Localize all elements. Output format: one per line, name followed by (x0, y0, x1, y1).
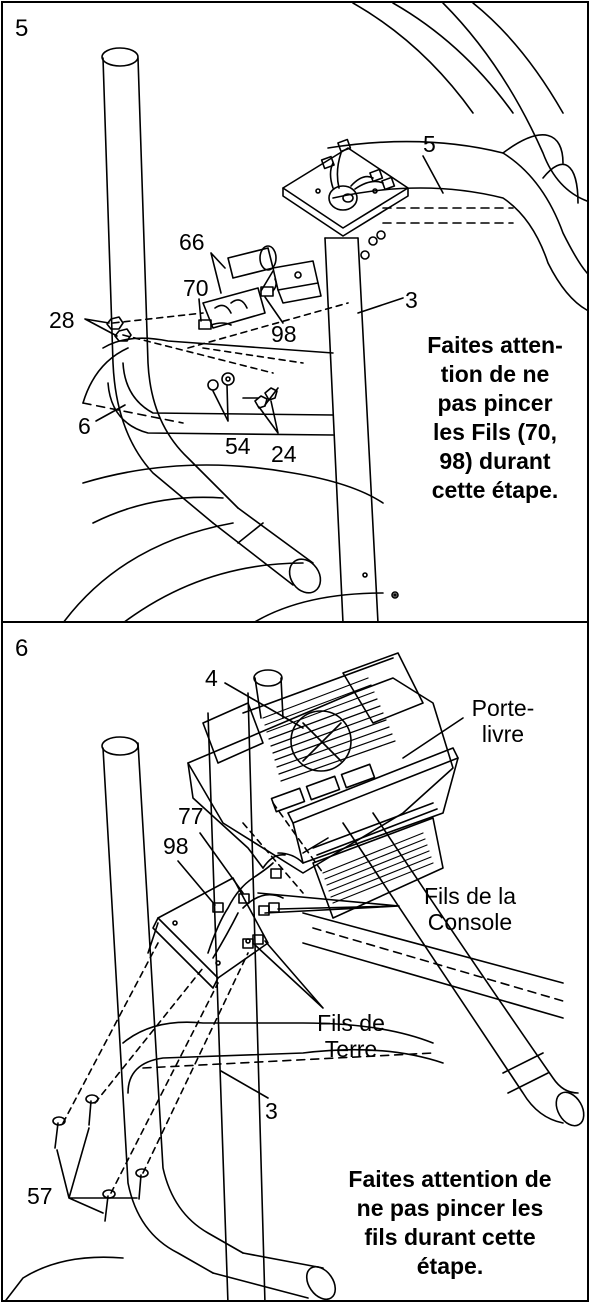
note-line: cette étape. (431, 477, 559, 503)
console-wires-line: Fils de la (423, 883, 517, 909)
callout-98: 98 (163, 833, 189, 859)
callout-3: 3 (265, 1098, 278, 1124)
book-holder-line: Porte- (471, 695, 535, 721)
note-line: fils durant cette (364, 1224, 536, 1250)
callout-77: 77 (178, 803, 204, 829)
note-line: tion de ne (440, 361, 550, 387)
note-line: ne pas pincer les (356, 1195, 544, 1221)
book-holder-line: livre (481, 721, 525, 747)
callout-57: 57 (27, 1183, 53, 1209)
ground-wires-line: Fils de (317, 1010, 385, 1036)
note-line: Faites attention de (348, 1166, 552, 1192)
ground-wires-label: Fils de Terre (303, 1010, 399, 1062)
step-number: 5 (15, 15, 29, 42)
step-number: 6 (15, 635, 29, 662)
note-line: 98) durant (439, 448, 551, 474)
callout-5: 5 (423, 131, 436, 157)
caution-note: Faites attention de ne pas pincer les fi… (325, 1165, 575, 1281)
step-6-panel: 6 4 Porte- livre 77 98 Fils de la Consol… (1, 621, 589, 1302)
callout-24: 24 (271, 441, 297, 467)
callout-98: 98 (271, 321, 297, 347)
book-holder-label: Porte- livre (463, 695, 543, 747)
step-5-panel: 5 5 66 70 28 3 98 6 54 24 Faites atten- … (1, 1, 589, 623)
callout-4: 4 (205, 665, 218, 691)
callout-70: 70 (183, 275, 209, 301)
console-wires-label: Fils de la Console (405, 883, 535, 935)
callout-66: 66 (179, 229, 205, 255)
step-5-illustration (63, 3, 587, 621)
callout-54: 54 (225, 433, 251, 459)
note-line: étape. (416, 1253, 484, 1279)
note-line: pas pincer (437, 390, 553, 416)
ground-wires-line: Terre (324, 1036, 378, 1062)
note-line: les Fils (70, (432, 419, 557, 445)
note-line: Faites atten- (427, 332, 563, 358)
callout-28: 28 (49, 307, 75, 333)
console-wires-line: Console (427, 909, 513, 935)
step-6-illustration (5, 652, 585, 1300)
callout-3: 3 (405, 287, 418, 313)
callout-6: 6 (78, 413, 91, 439)
caution-note: Faites atten- tion de ne pas pincer les … (411, 331, 579, 505)
